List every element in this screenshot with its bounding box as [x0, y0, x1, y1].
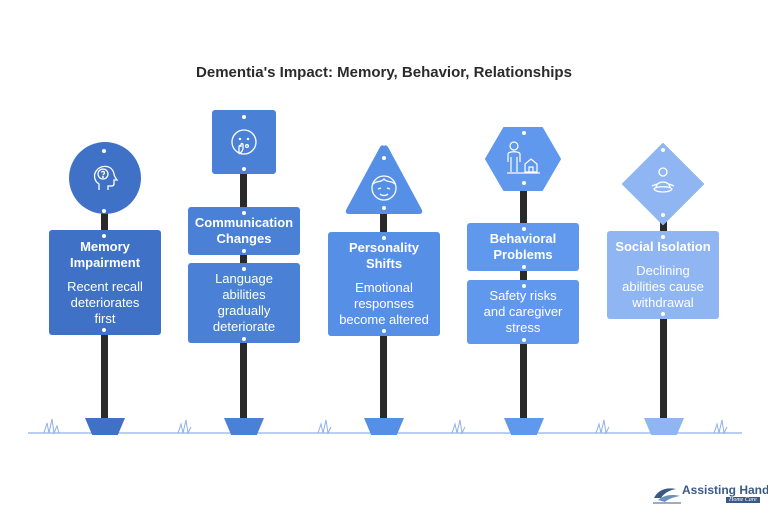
sign-heading: Social Isolation [615, 239, 711, 254]
sign-communication-changes [212, 110, 276, 174]
sign-body: Language abilities gradually deteriorate [212, 271, 276, 334]
sign-behavioral-problems [485, 127, 561, 191]
panel-communication-changes-heading: Communication Changes [188, 207, 300, 255]
bolt-dot [102, 209, 106, 213]
bolt-dot [382, 206, 386, 210]
bolt-dot [242, 115, 246, 119]
panel-behavioral-problems-heading: Behavioral Problems [467, 223, 579, 271]
panel-memory-impairment: Memory Impairment Recent recall deterior… [49, 230, 161, 335]
head-question-icon [93, 165, 119, 190]
sign-heading: Communication Changes [194, 215, 294, 246]
face-thinking-icon [231, 129, 257, 155]
sign-body: Declining abilities cause withdrawal [622, 263, 704, 310]
sign-base [644, 418, 684, 435]
sign-personality-shifts [345, 145, 423, 214]
bolt-dot [661, 312, 665, 316]
sign-memory-impairment [69, 142, 141, 214]
person-house-icon [507, 141, 540, 174]
sign-base [85, 418, 125, 435]
bolt-dot [522, 227, 526, 231]
sign-body: Safety risks and caregiver stress [483, 288, 563, 335]
panel-behavioral-problems-body: Safety risks and caregiver stress [467, 280, 579, 344]
sign-body: Emotional responses become altered [339, 280, 429, 327]
bolt-dot [242, 249, 246, 253]
bolt-dot [242, 337, 246, 341]
logo-name: Assisting Hands [682, 483, 768, 497]
bolt-dot [661, 235, 665, 239]
bolt-dot [522, 265, 526, 269]
sign-base [224, 418, 264, 435]
bolt-dot [242, 267, 246, 271]
bolt-dot [102, 149, 106, 153]
panel-social-isolation: Social Isolation Declining abilities cau… [607, 231, 719, 319]
bolt-dot [522, 181, 526, 185]
bolt-dot [382, 236, 386, 240]
bolt-dot [102, 328, 106, 332]
panel-personality-shifts: Personality Shifts Emotional responses b… [328, 232, 440, 336]
logo-tagline: Home Care [726, 497, 760, 503]
bolt-dot [661, 213, 665, 217]
sign-heading: Behavioral Problems [489, 231, 557, 262]
sign-base [364, 418, 404, 435]
sign-body: Recent recall deteriorates first [67, 278, 143, 326]
sign-base [504, 418, 544, 435]
panel-communication-changes-body: Language abilities gradually deteriorate [188, 263, 300, 343]
bolt-dot [242, 211, 246, 215]
sign-heading: Memory Impairment [69, 238, 141, 270]
sign-social-isolation [622, 143, 704, 225]
bolt-dot [382, 329, 386, 333]
bolt-dot [661, 148, 665, 152]
sign-heading: Personality Shifts [348, 240, 420, 271]
bolt-dot [522, 284, 526, 288]
bolt-dot [522, 131, 526, 135]
person-meditating-icon [651, 167, 675, 193]
hands-logo-icon [653, 488, 681, 504]
bolt-dot [242, 167, 246, 171]
brand-logo: Assisting Hands Home Care [652, 482, 768, 504]
page-title: Dementia's Impact: Memory, Behavior, Rel… [196, 64, 572, 81]
bolt-dot [102, 234, 106, 238]
face-emotional-icon [371, 175, 397, 201]
bolt-dot [382, 156, 386, 160]
bolt-dot [522, 338, 526, 342]
